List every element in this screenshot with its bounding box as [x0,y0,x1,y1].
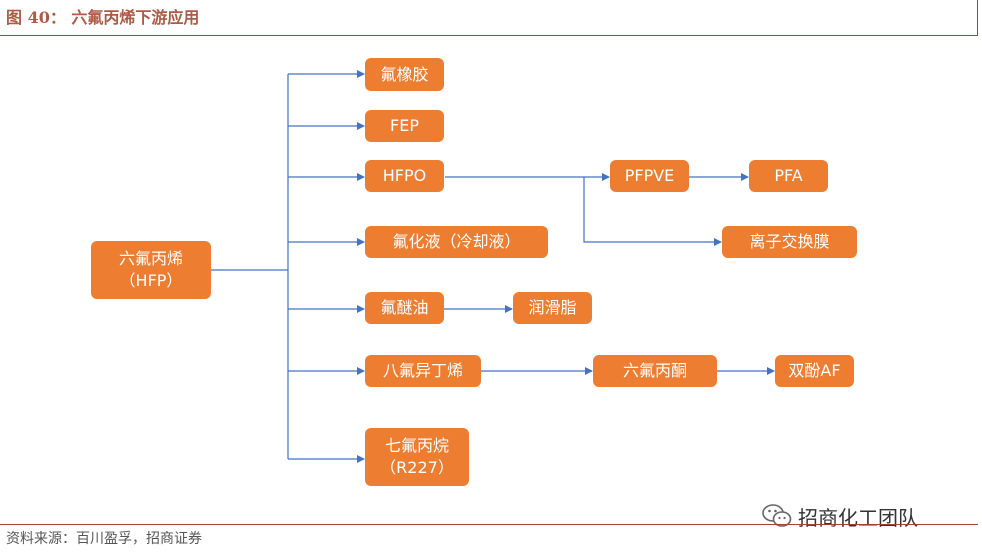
wechat-icon [762,504,792,527]
node-lubricant: 润滑脂 [513,292,592,324]
node-coolant: 氟化液（冷却液） [365,226,548,258]
node-hfp: 六氟丙烯 （HFP） [91,241,211,299]
node-pfpve: PFPVE [610,160,689,192]
node-ofib: 八氟异丁烯 [365,355,481,387]
node-hfpo: HFPO [365,160,444,192]
edge-hfpo-membrane [583,177,722,246]
node-pfpe: 氟醚油 [365,292,444,324]
figure-title: 图 40： 六氟丙烯下游应用 [6,8,200,27]
node-fluoro-rubber: 氟橡胶 [365,58,444,91]
node-hfa: 六氟丙酮 [593,355,717,387]
node-membrane: 离子交换膜 [722,226,857,258]
node-pfa: PFA [749,160,828,192]
footer-rule [0,524,978,525]
node-r227: 七氟丙烷 （R227） [365,428,469,486]
header-rule [0,35,978,36]
watermark: 招商化工团队 [762,500,918,532]
node-bpaf: 双酚AF [775,355,854,387]
source-note: 资料来源：百川盈孚，招商证券 [6,531,202,547]
header-right-border [977,0,978,36]
watermark-text: 招商化工团队 [798,505,918,530]
node-fep: FEP [365,110,444,142]
